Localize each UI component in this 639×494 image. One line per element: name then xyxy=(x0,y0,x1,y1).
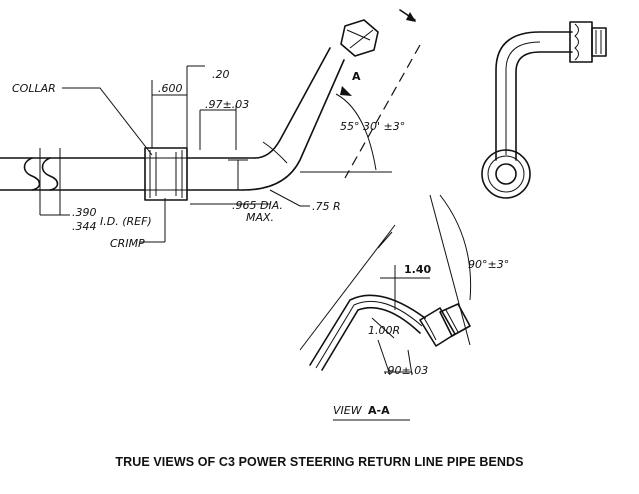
collar-body xyxy=(144,147,188,201)
section-fitting xyxy=(419,307,456,347)
end-view-flange-outer xyxy=(481,149,531,199)
end-view xyxy=(481,21,607,199)
end-view-pipe-inner xyxy=(515,51,573,161)
section-angle-arc xyxy=(439,194,472,301)
section-pipe-inner xyxy=(321,306,421,371)
main-view-labels: COLLAR CRIMP .20 .600 .97±.03 55° 30' ±3… xyxy=(12,68,405,250)
dimension-75r: .75 R xyxy=(312,200,341,213)
pipe-break-symbol xyxy=(23,157,59,191)
section-mark-a: A xyxy=(352,70,361,83)
view-label: VIEW xyxy=(333,404,363,417)
main-pipe-view xyxy=(0,9,421,243)
figure-caption: TRUE VIEWS OF C3 POWER STEERING RETURN L… xyxy=(115,455,524,469)
pipe-bend-outer xyxy=(242,59,345,191)
dimension-344: .344 xyxy=(72,220,97,233)
dimension-140: 1.40 xyxy=(404,263,431,276)
section-view-a-a xyxy=(299,194,472,376)
crimp-label: CRIMP xyxy=(110,237,145,250)
dimension-965-dia: .965 DIA. xyxy=(232,199,283,212)
end-view-fitting xyxy=(569,21,593,63)
section-angle-90: 90°±3° xyxy=(468,258,509,271)
pipe-bend-inner xyxy=(254,47,331,159)
dimension-20: .20 xyxy=(212,68,230,81)
collar-label: COLLAR xyxy=(12,82,56,95)
dimension-390: .390 xyxy=(72,206,97,219)
section-cut-line xyxy=(344,44,421,179)
bend-angle-55: 55° 30' ±3° xyxy=(340,120,405,133)
dimension-97: .97±.03 xyxy=(205,98,249,111)
section-view-labels: 1.40 90°±3° 1.00R .90±.03 VIEW A-A xyxy=(333,258,509,421)
angle-arc xyxy=(335,93,377,171)
dimension-90: .90±.03 xyxy=(384,364,428,377)
collar-leader xyxy=(62,87,153,156)
view-letters: A-A xyxy=(368,404,390,417)
dimension-600: .600 xyxy=(158,82,183,95)
hex-nut xyxy=(340,19,379,57)
section-pipe-outer xyxy=(309,294,426,366)
end-view-pipe-outer xyxy=(495,31,573,161)
dimension-100r: 1.00R xyxy=(368,324,400,337)
dimension-id-ref: I.D. (REF) xyxy=(100,215,152,228)
dimension-965-max: MAX. xyxy=(246,211,274,224)
